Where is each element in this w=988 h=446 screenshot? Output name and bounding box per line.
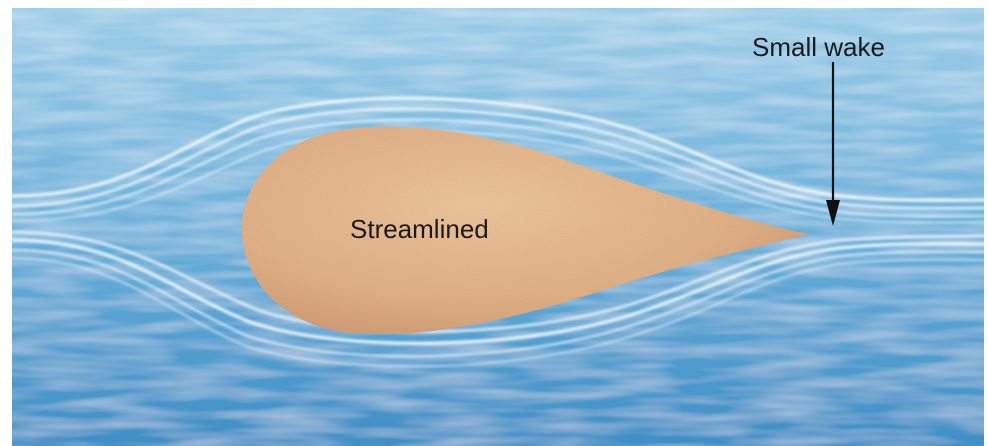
wake-label: Small wake [752, 32, 885, 63]
body-label: Streamlined [350, 214, 489, 245]
